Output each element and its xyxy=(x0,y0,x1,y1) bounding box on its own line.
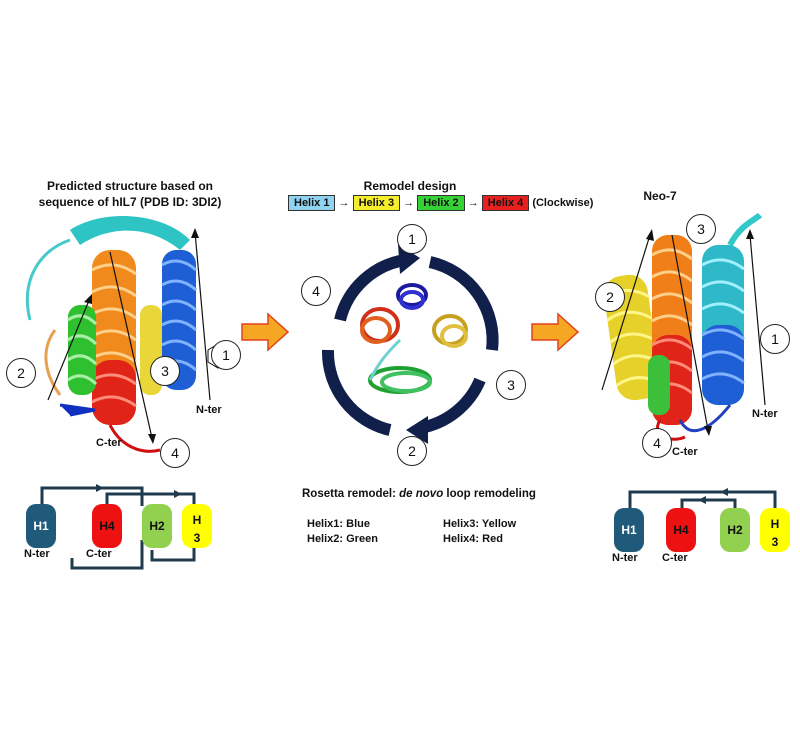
transition-arrow-left xyxy=(241,312,290,352)
center-marker-3: 3 xyxy=(496,370,526,400)
center-marker-2: 2 xyxy=(397,436,427,466)
cycle-arrowhead-bottom xyxy=(406,416,428,444)
transition-arrow-right xyxy=(531,312,580,352)
cycle-arrow-right xyxy=(428,256,499,351)
left-topo-h4: H4 xyxy=(92,504,122,548)
right-arrow-2 xyxy=(601,234,651,391)
right-topo-h2: H2 xyxy=(720,508,750,552)
left-topo-h3-b: 3 xyxy=(193,531,201,545)
left-marker-2-badge: 2 xyxy=(6,358,36,388)
left-marker-4-badge: 4 xyxy=(160,438,190,468)
order-helix-1: Helix 1 xyxy=(288,195,336,211)
left-topo-nter: N-ter xyxy=(24,548,50,560)
left-marker-3-badge: 3 xyxy=(150,356,180,386)
helix-order: Helix 1 → Helix 3 → Helix 2 → Helix 4 (C… xyxy=(288,195,593,211)
right-marker-4: 4 xyxy=(642,428,672,458)
center-marker-1: 1 xyxy=(397,224,427,254)
right-top-tail xyxy=(727,212,763,247)
right-cter-label: C-ter xyxy=(672,446,698,458)
right-topo-h3-b: 3 xyxy=(771,535,779,549)
rosetta-italic: de novo xyxy=(399,488,444,500)
left-topo-h3: H 3 xyxy=(182,504,212,548)
right-topo-cter: C-ter xyxy=(662,552,688,564)
right-structure xyxy=(601,212,766,441)
left-nter-tail xyxy=(59,403,96,417)
left-title-line2: sequence of hIL7 (PDB ID: 3DI2) xyxy=(38,195,222,209)
cycle-arrow-bottom xyxy=(418,377,486,434)
center-loop-cyan xyxy=(368,338,402,381)
right-helix-blue xyxy=(701,245,745,405)
right-arrow-1 xyxy=(749,234,766,406)
center-helix-yellow xyxy=(432,314,468,348)
right-title: Neo-7 xyxy=(643,189,677,203)
cycle-arrow-left xyxy=(321,349,392,436)
order-helix-2: Helix 2 xyxy=(417,195,465,211)
left-loop-cyan xyxy=(25,238,71,321)
center-helix-blue xyxy=(396,283,428,310)
right-arrow-3 xyxy=(671,234,709,431)
left-cter-label: C-ter xyxy=(96,437,122,449)
center-helix-green xyxy=(368,366,432,394)
center-cycle-diagram xyxy=(321,244,499,444)
order-arrow-1: → xyxy=(338,197,350,209)
legend-helix3: Helix3: Yellow xyxy=(443,518,517,530)
legend-helix1: Helix1: Blue xyxy=(307,518,370,530)
right-nter-label: N-ter xyxy=(752,408,778,420)
legend-helix2: Helix2: Green xyxy=(307,533,378,545)
left-topo-h2: H2 xyxy=(142,504,172,548)
rosetta-prefix: Rosetta remodel: xyxy=(302,488,400,500)
right-bottom-loop xyxy=(678,404,732,433)
right-topo-nter: N-ter xyxy=(612,552,638,564)
right-topo-h4: H4 xyxy=(666,508,696,552)
right-topo-h3-a: H xyxy=(770,517,780,531)
left-marker-1-badge: 1 xyxy=(211,340,241,370)
left-topology: H1 H4 H2 H 3 N-ter C-ter xyxy=(22,480,232,580)
left-structure xyxy=(25,216,229,453)
left-title: Predicted structure based on sequence of… xyxy=(30,178,230,210)
rosetta-suffix: loop remodeling xyxy=(443,488,536,500)
left-cter-tail xyxy=(108,424,161,453)
left-title-line1: Predicted structure based on xyxy=(46,179,214,193)
order-arrow-2: → xyxy=(403,197,415,209)
left-arrow-1 xyxy=(194,231,211,401)
right-topo-h3: H 3 xyxy=(760,508,790,552)
left-helix-blue xyxy=(161,250,197,390)
center-title: Remodel design xyxy=(363,179,457,193)
right-helix-green xyxy=(648,355,670,415)
left-arrow-2 xyxy=(47,297,91,401)
right-marker-2: 2 xyxy=(595,282,625,312)
order-helix-4: Helix 4 xyxy=(481,195,530,211)
left-helix-orange-red xyxy=(91,250,137,425)
right-marker-3: 3 xyxy=(686,214,716,244)
center-helix-red xyxy=(360,307,400,344)
left-topo-h3-a: H xyxy=(192,513,202,527)
center-marker-4: 4 xyxy=(301,276,331,306)
right-topo-h1: H1 xyxy=(614,508,644,552)
left-topo-h1: H1 xyxy=(26,504,56,548)
cycle-arrow-top xyxy=(334,254,407,322)
rosetta-caption: Rosetta remodel: de novo loop remodeling xyxy=(302,488,536,500)
left-top-ribbon xyxy=(70,216,190,250)
right-marker-1: 1 xyxy=(760,324,790,354)
order-suffix: (Clockwise) xyxy=(532,197,594,209)
right-topology: H1 H4 H2 H 3 N-ter C-ter xyxy=(610,484,800,584)
left-arrow-3 xyxy=(109,251,153,439)
order-helix-3: Helix 3 xyxy=(352,195,401,211)
right-topology-lines xyxy=(628,488,777,510)
left-nter-label: N-ter xyxy=(196,404,222,416)
left-loop-orange xyxy=(44,329,62,396)
left-topology-lines xyxy=(40,484,196,570)
left-topo-cter: C-ter xyxy=(86,548,112,560)
legend-helix4: Helix4: Red xyxy=(443,533,503,545)
order-arrow-3: → xyxy=(467,197,479,209)
